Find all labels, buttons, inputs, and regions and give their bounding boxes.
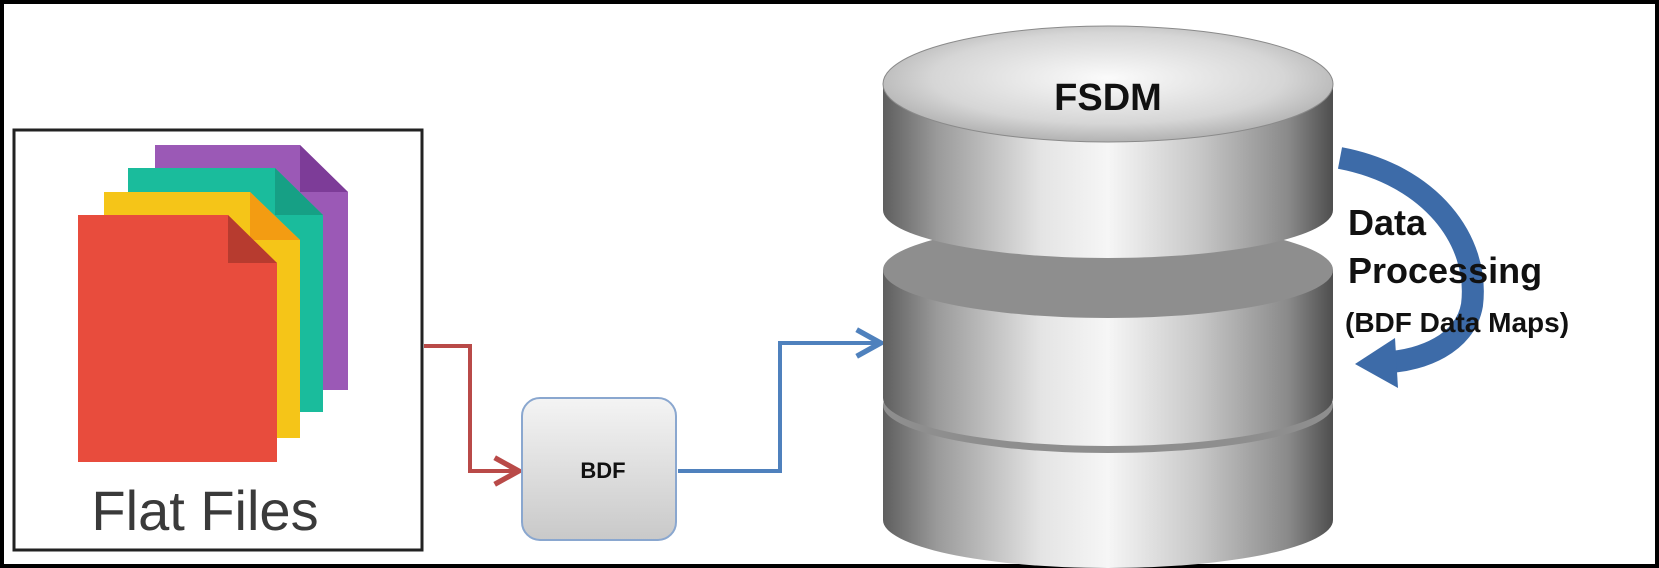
arrow-files-to-bdf bbox=[424, 344, 516, 471]
processing-line-3: (BDF Data Maps) bbox=[1345, 307, 1569, 338]
arrow-bdf-to-fsdm bbox=[678, 343, 878, 473]
bdf-node: BDF bbox=[521, 397, 677, 541]
fsdm-database-icon: FSDM bbox=[882, 25, 1334, 568]
flat-files-label: Flat Files bbox=[91, 479, 318, 542]
file-stack-icon bbox=[78, 145, 348, 462]
data-processing-text: Data Processing (BDF Data Maps) bbox=[1345, 202, 1569, 338]
cycle-arrow-icon bbox=[1337, 147, 1484, 388]
processing-line-2: Processing bbox=[1348, 250, 1542, 291]
bdf-label: BDF bbox=[580, 458, 625, 483]
processing-line-1: Data bbox=[1348, 202, 1427, 243]
flat-files-box: Flat Files bbox=[12, 128, 424, 552]
fsdm-label: FSDM bbox=[1054, 77, 1162, 119]
